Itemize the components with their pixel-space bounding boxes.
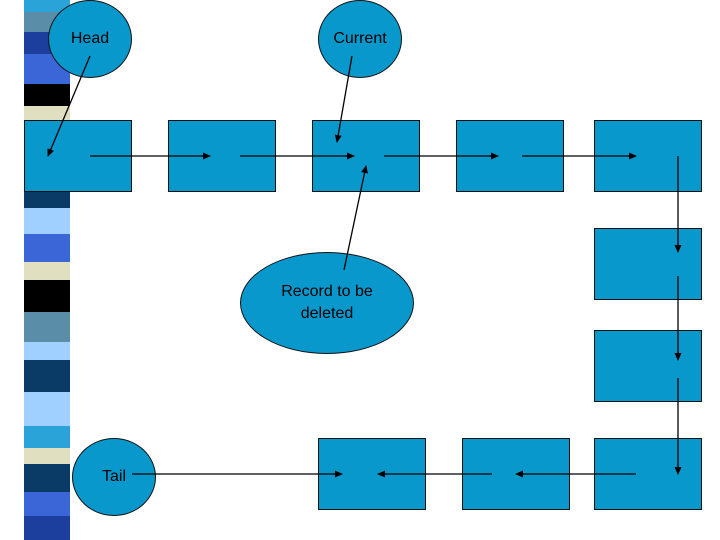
list-node-7 — [594, 330, 702, 402]
list-node-6 — [594, 228, 702, 300]
head-pointer: Head — [48, 0, 132, 78]
list-node-9 — [462, 438, 570, 510]
stripe-block — [24, 516, 70, 540]
stripe-block — [24, 84, 70, 106]
stripe-block — [24, 360, 70, 392]
list-node-10 — [318, 438, 426, 510]
current-label: Current — [333, 30, 387, 47]
list-node-3 — [312, 120, 420, 192]
tail-label: Tail — [101, 468, 126, 485]
stripe-block — [24, 312, 70, 342]
list-node-4 — [456, 120, 564, 192]
list-node-2 — [168, 120, 276, 192]
stripe-block — [24, 426, 70, 448]
stripe-block — [24, 262, 70, 280]
stripe-block — [24, 208, 70, 234]
stripe-block — [24, 106, 70, 120]
stripe-block — [24, 448, 70, 464]
list-node-5 — [594, 120, 702, 192]
head-label: Head — [70, 30, 110, 47]
stripe-block — [24, 280, 70, 312]
stripe-block — [24, 0, 70, 12]
current-pointer: Current — [318, 0, 402, 78]
tail-pointer: Tail — [72, 438, 156, 516]
list-node-1 — [24, 120, 132, 192]
decorative-stripe — [24, 0, 70, 540]
stripe-block — [24, 234, 70, 262]
list-node-8 — [594, 438, 702, 510]
record-to-be-deleted-callout: Record to be deleted — [240, 252, 414, 354]
stripe-block — [24, 342, 70, 360]
stripe-block — [24, 392, 70, 426]
record-label-line-2: deleted — [300, 305, 354, 322]
stripe-block — [24, 190, 70, 208]
stripe-block — [24, 464, 70, 492]
stripe-block — [24, 492, 70, 516]
record-label-line-1: Record to be — [281, 283, 373, 300]
